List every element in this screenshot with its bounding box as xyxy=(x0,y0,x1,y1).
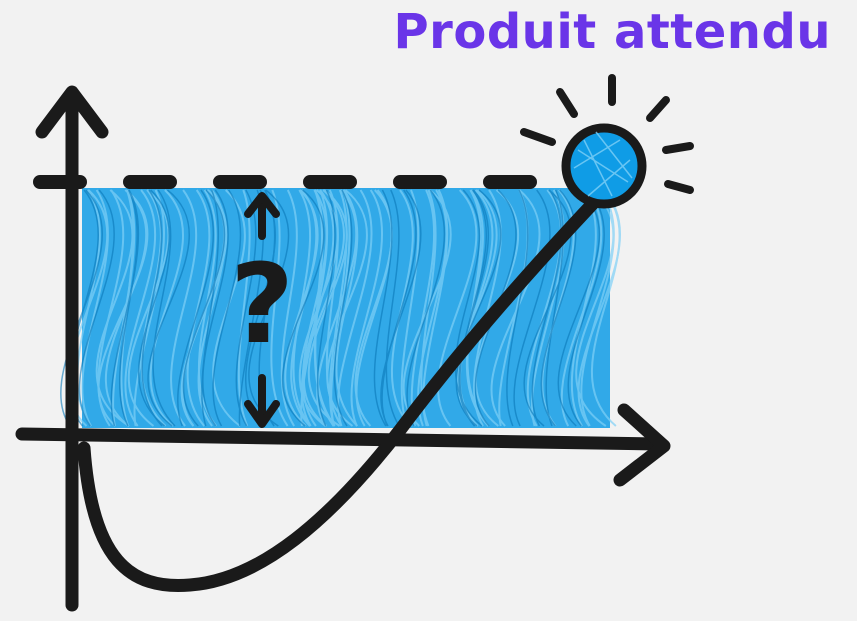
expected-value-area xyxy=(61,188,620,428)
question-mark-icon: ? xyxy=(230,240,294,368)
glowing-circle-icon xyxy=(524,78,690,204)
